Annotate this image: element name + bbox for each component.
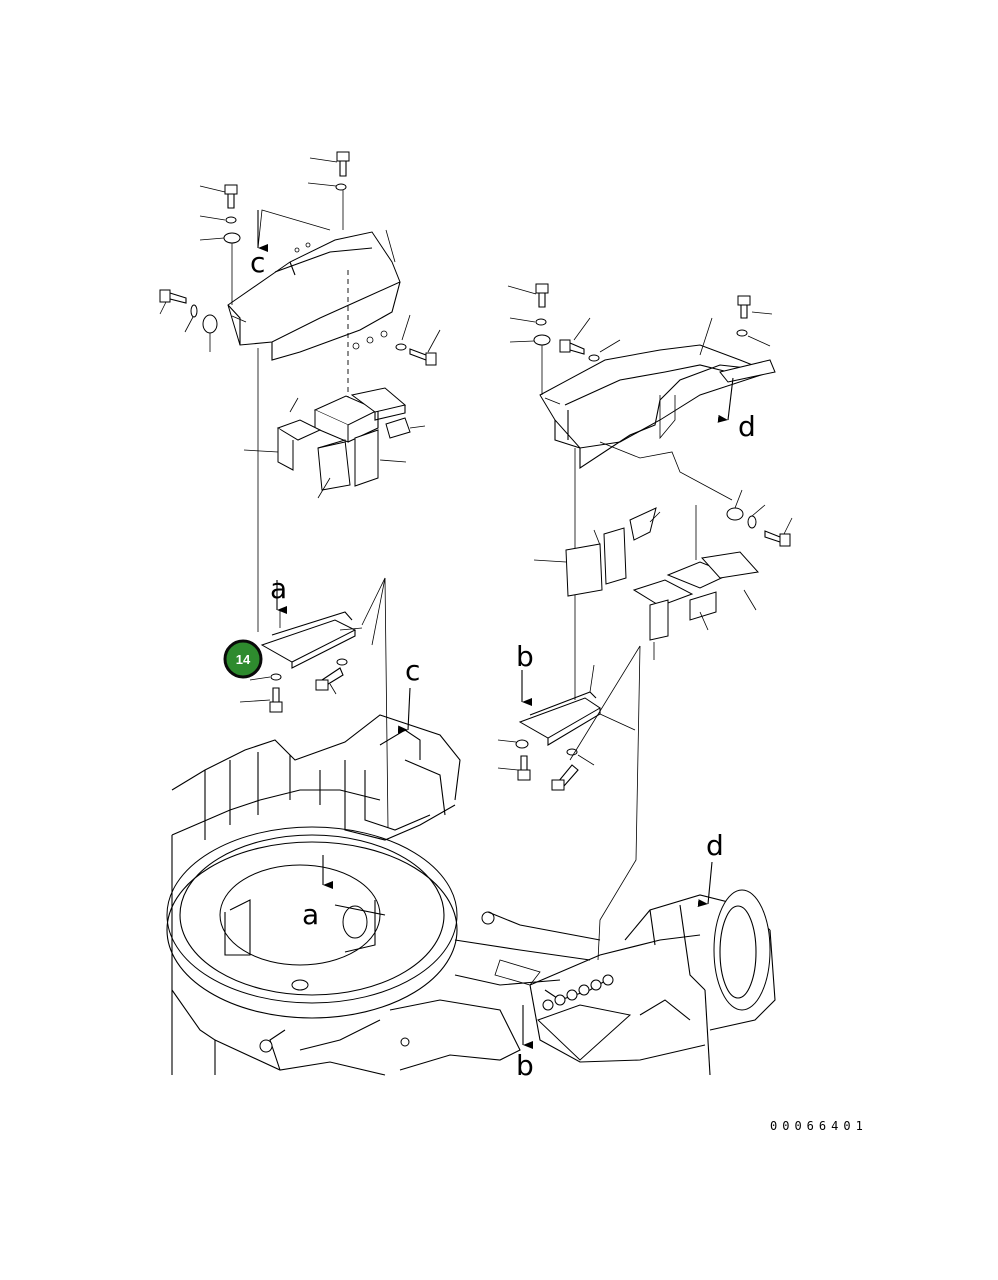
letter-d-lower: d	[706, 829, 724, 862]
frame-arrows: c a b d	[302, 654, 724, 1082]
arrow-c-upper: c	[250, 209, 331, 279]
letter-a-lower: a	[302, 898, 319, 931]
letter-b-upper: b	[516, 640, 534, 673]
callout-marker[interactable]: 14	[223, 639, 263, 679]
drawing-number: 00066401	[770, 1119, 868, 1133]
left-lower-bracket: a	[239, 348, 389, 829]
letter-d-upper: d	[738, 410, 756, 443]
lower-frame	[166, 714, 776, 1076]
letter-b-lower: b	[516, 1049, 534, 1082]
right-pads	[533, 505, 759, 660]
right-lower-bracket: b	[497, 640, 641, 961]
left-pads	[243, 387, 426, 499]
letter-c-upper: c	[250, 246, 265, 279]
left-upper-cover	[227, 231, 401, 400]
right-upper-fasteners: d	[507, 283, 793, 547]
letter-a-upper: a	[270, 572, 287, 605]
left-upper-fasteners	[159, 151, 441, 366]
letter-c-lower: c	[405, 654, 420, 687]
callout-number: 14	[236, 652, 251, 667]
